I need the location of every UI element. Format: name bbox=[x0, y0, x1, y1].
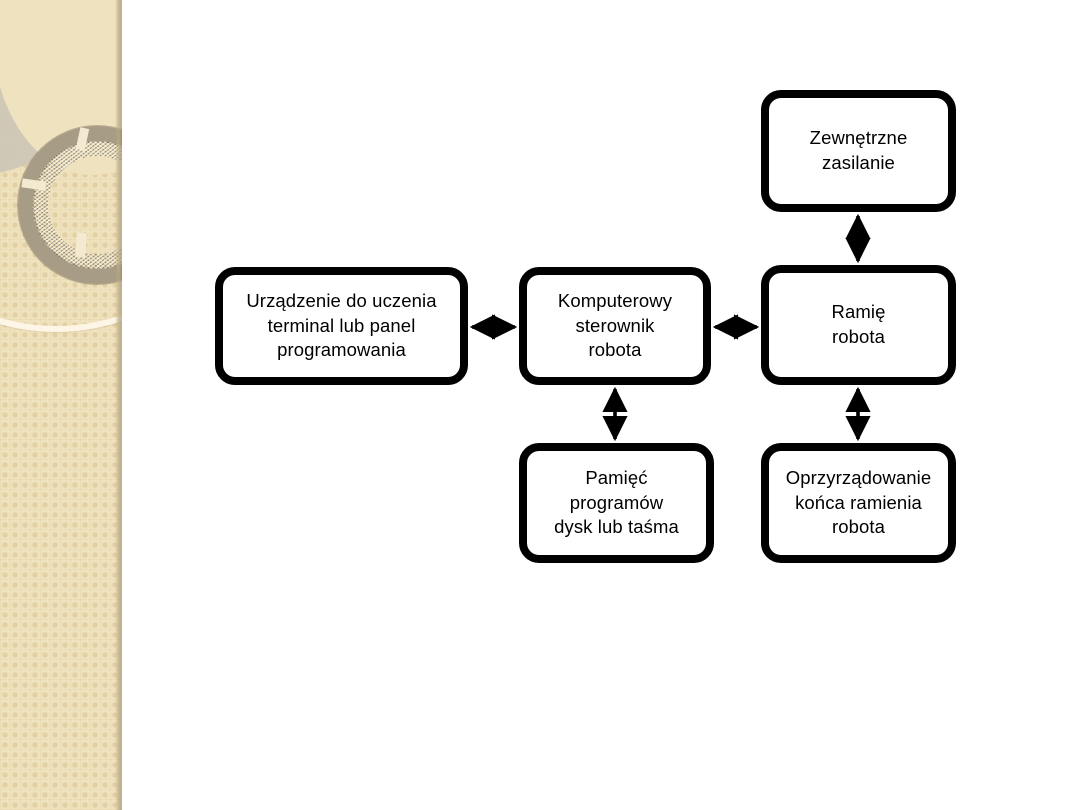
node-external-power[interactable]: Zewnętrzne zasilanie bbox=[761, 90, 956, 212]
node-robot-controller[interactable]: Komputerowy sterownik robota bbox=[519, 267, 711, 385]
node-teach-pendant[interactable]: Urządzenie do uczenia terminal lub panel… bbox=[215, 267, 468, 385]
sidebar-edge-line bbox=[115, 0, 122, 810]
node-robot-arm[interactable]: Ramię robota bbox=[761, 265, 956, 385]
node-program-memory[interactable]: Pamięć programów dysk lub taśma bbox=[519, 443, 714, 563]
node-end-of-arm-tooling[interactable]: Oprzyrządowanie końca ramienia robota bbox=[761, 443, 956, 563]
